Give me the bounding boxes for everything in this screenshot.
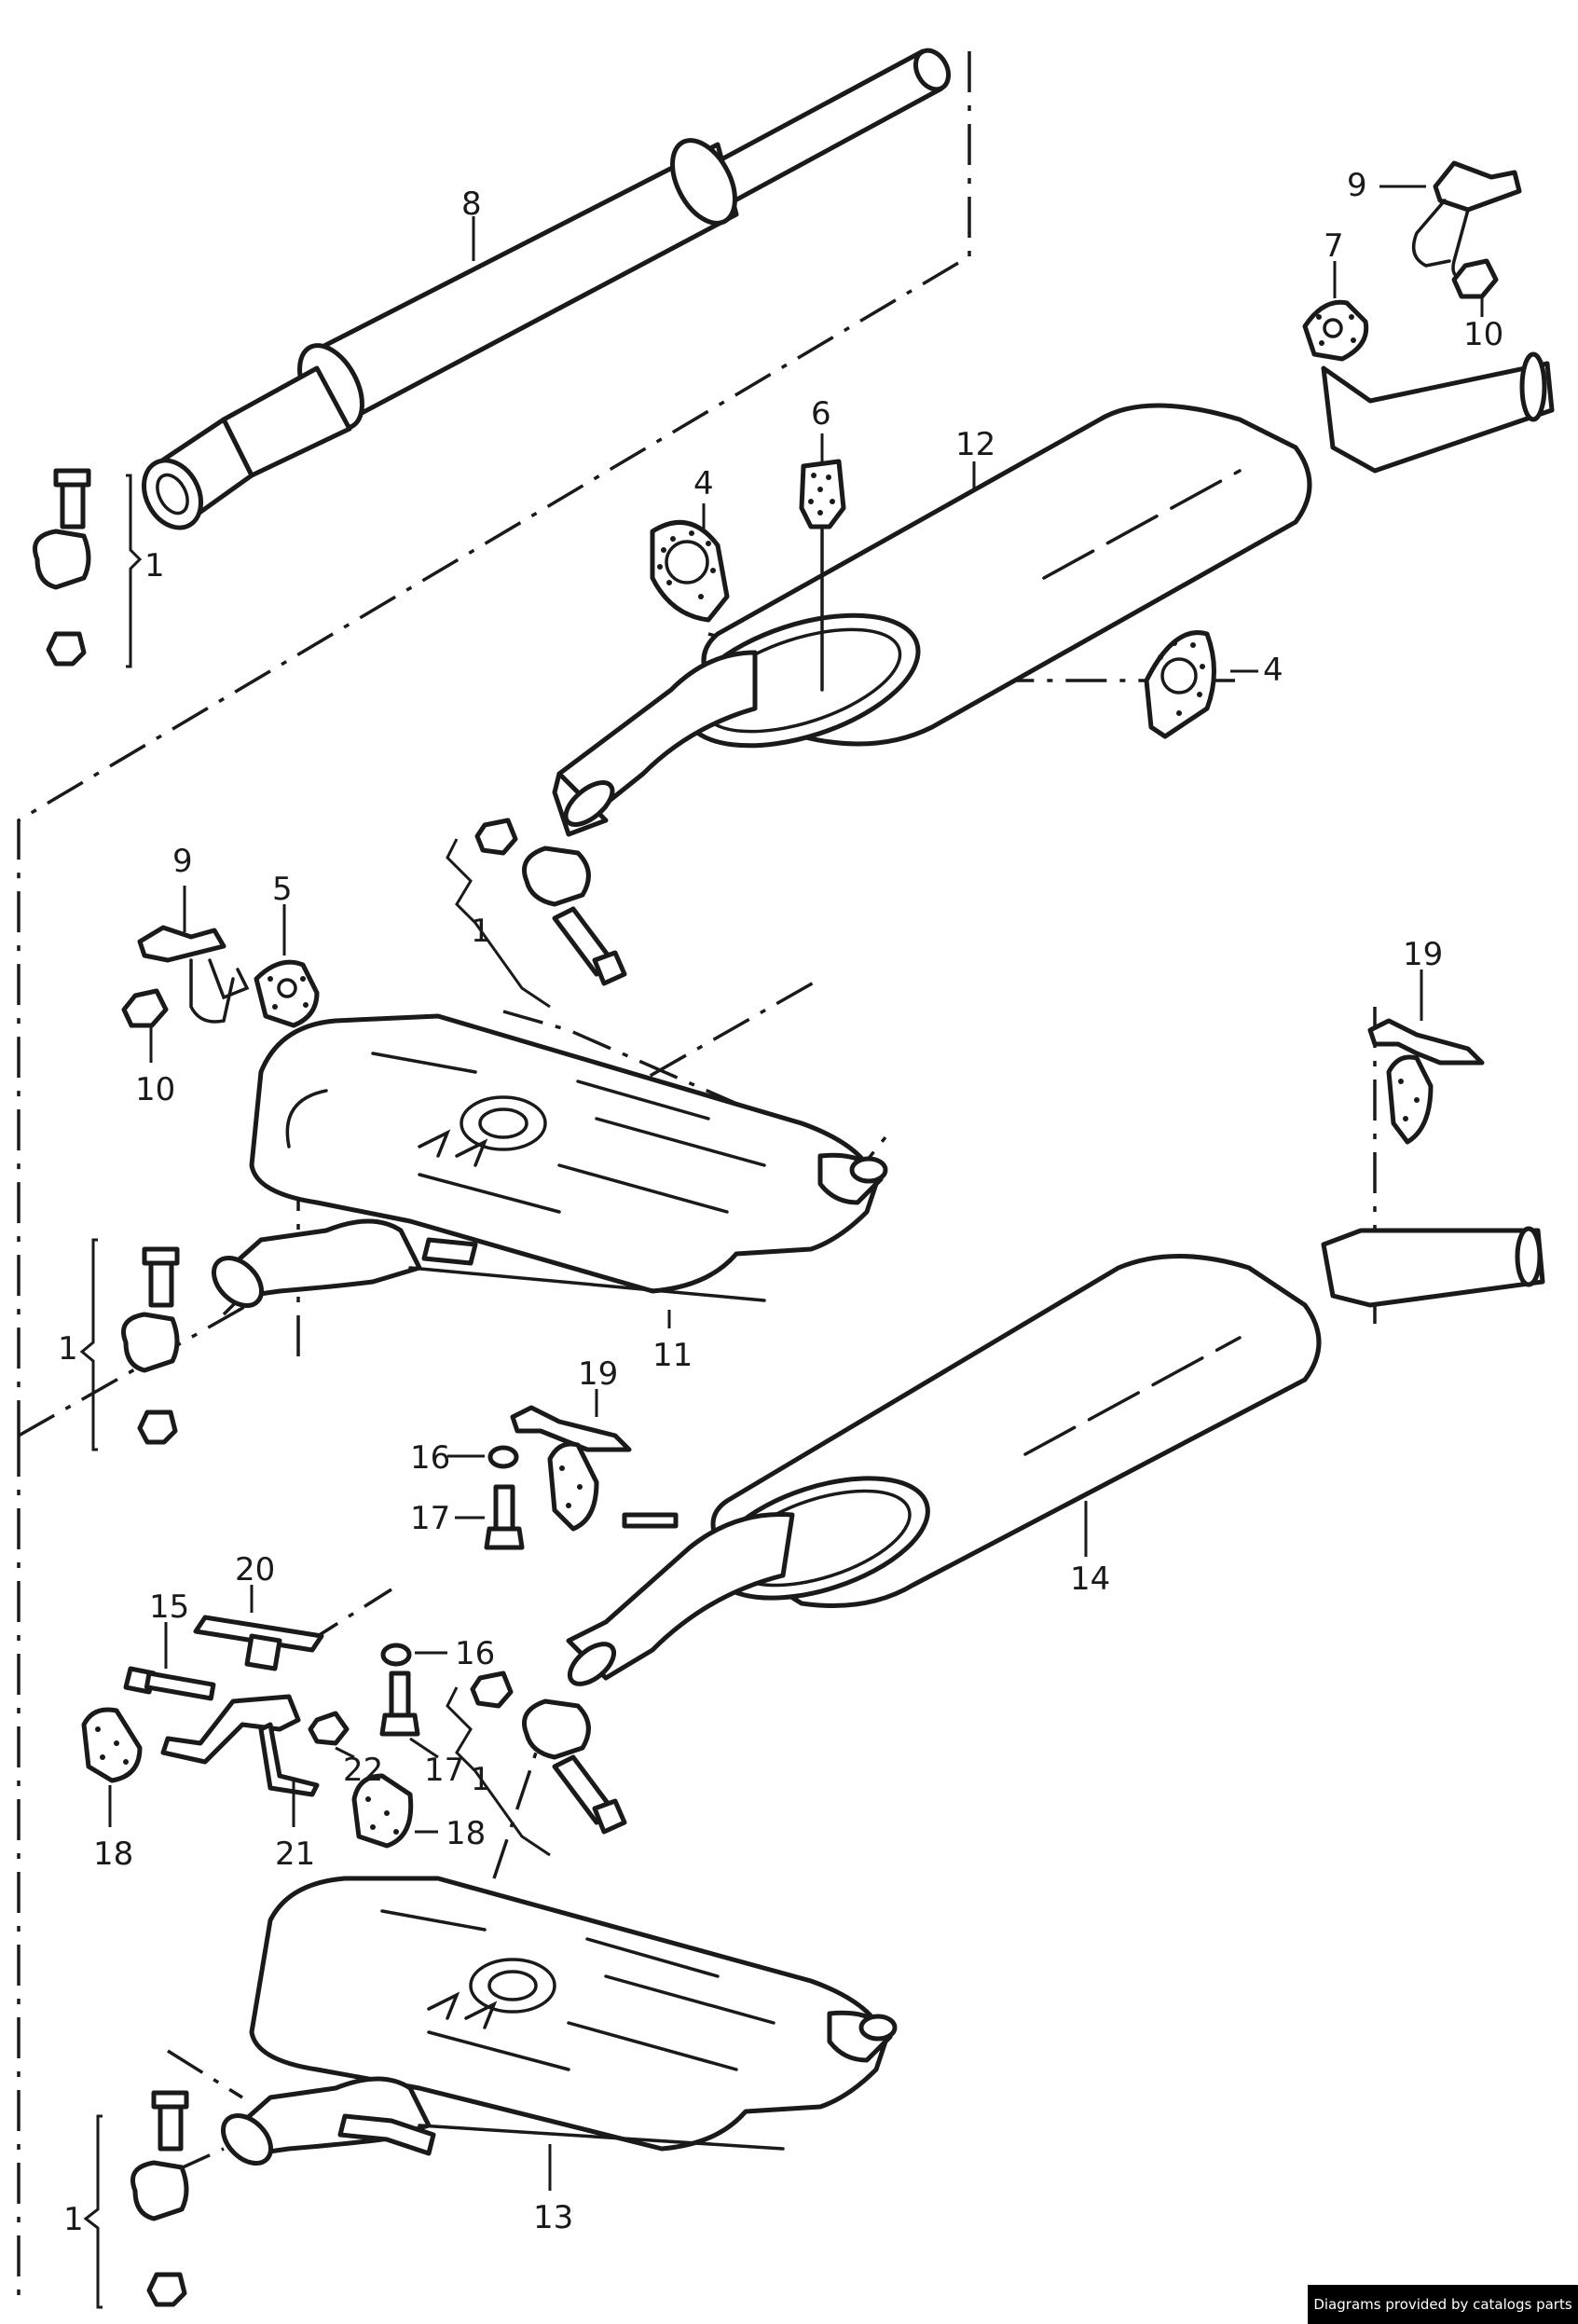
callout-16-mid: 16 (410, 1439, 450, 1477)
callout-19-mid: 19 (578, 1355, 618, 1393)
callout-8: 8 (461, 186, 482, 223)
washer-16-low (380, 1643, 412, 1667)
callout-12: 12 (955, 426, 995, 463)
clamp-1-top (33, 468, 91, 667)
callout-labels: 8 1 4 6 12 4 7 9 10 1 9 5 10 1 11 19 19 … (58, 167, 1503, 2238)
callout-6: 6 (811, 395, 831, 433)
bracket-19-right (1367, 1018, 1485, 1145)
rubber-hanger-5 (254, 959, 320, 1028)
callout-4-right: 4 (1263, 652, 1283, 689)
callout-14: 14 (1070, 1561, 1110, 1598)
callout-20: 20 (235, 1551, 275, 1588)
rubber-mount-18-right (351, 1773, 414, 1849)
callout-16-low: 16 (455, 1635, 495, 1672)
callout-1-mid: 1 (471, 913, 491, 950)
callout-17-mid: 17 (410, 1500, 450, 1537)
gasket-4-left (650, 519, 730, 623)
clamp-1-right-low (470, 1671, 627, 1835)
nut-10-left (121, 988, 169, 1028)
clamp-1-bottom (130, 2090, 189, 2307)
callout-11: 11 (652, 1337, 693, 1374)
bolt-17-low (379, 1671, 420, 1737)
bracket-19-mid (510, 1405, 632, 1532)
front-muffler-pipe (142, 48, 952, 530)
sensor-plug-6 (799, 459, 846, 692)
mounting-clip-9-left (137, 925, 250, 1024)
callout-4-left: 4 (693, 465, 714, 502)
callout-15: 15 (149, 1588, 189, 1626)
nut-10-upper (1451, 258, 1499, 299)
callout-21: 21 (275, 1836, 315, 1873)
callout-13: 13 (533, 2199, 573, 2236)
bracket-20 (193, 1615, 324, 1671)
bolt-17-mid (484, 1484, 525, 1550)
callout-10-upper: 10 (1463, 316, 1503, 353)
callout-5: 5 (272, 871, 293, 908)
callout-1-right-low: 1 (471, 1761, 491, 1798)
credit-badge: Diagrams provided by catalogs parts (1308, 2285, 1578, 2324)
washer-16-mid (487, 1445, 519, 1469)
callout-9-left: 9 (172, 843, 193, 880)
callout-18-left: 18 (93, 1836, 133, 1873)
callout-9-upper: 9 (1347, 167, 1367, 204)
mounting-clip-9-upper (1411, 160, 1522, 282)
callout-18-right: 18 (446, 1815, 486, 1852)
callout-10-left: 10 (135, 1071, 175, 1108)
callout-7: 7 (1324, 227, 1344, 265)
rear-muffler-upper (552, 351, 1555, 837)
clamp-1-left-mid (121, 1246, 180, 1445)
center-muffler-13 (221, 1876, 898, 2166)
callout-1-top: 1 (144, 547, 165, 584)
callout-1-left-mid: 1 (58, 1330, 78, 1368)
rubber-mount-18-left (81, 1707, 143, 1783)
clamp-1-mid (474, 818, 627, 986)
callout-19-right: 19 (1403, 936, 1443, 973)
rear-muffler-14 (566, 1226, 1545, 1686)
nut-22 (308, 1711, 350, 1746)
bolt-15 (123, 1666, 216, 1701)
group-brackets (79, 474, 551, 2309)
center-muffler-11 (212, 1013, 888, 1308)
callout-17-low: 17 (424, 1752, 464, 1789)
exhaust-bracket-21 (160, 1694, 320, 1797)
callout-1-bottom: 1 (63, 2201, 84, 2238)
callout-22: 22 (343, 1752, 383, 1789)
rubber-hanger-7 (1302, 299, 1369, 362)
gasket-4-right (1144, 630, 1216, 739)
callout-leaders (108, 185, 1484, 2191)
